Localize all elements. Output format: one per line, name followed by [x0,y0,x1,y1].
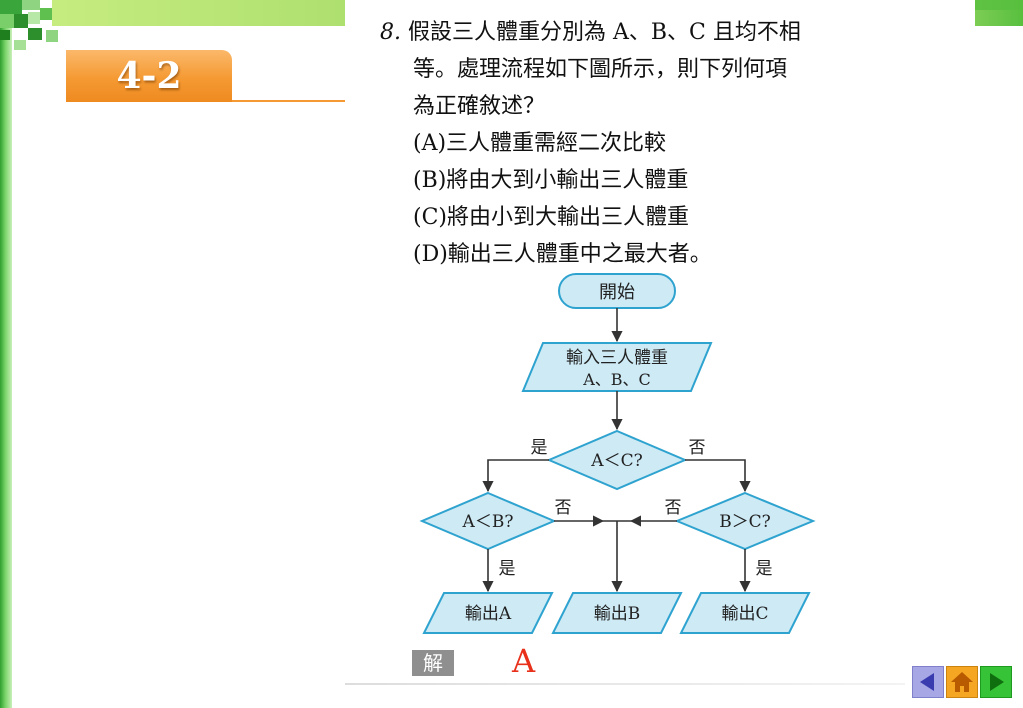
option-d: (D)輸出三人體重中之最大者。 [413,242,712,267]
decision-top-label: A＜C? [590,451,642,471]
home-icon [951,672,973,692]
label-no-left: 否 [555,498,572,518]
label-yes-top: 是 [531,438,548,458]
answer-label: 解 [412,650,454,676]
prev-arrow-icon [920,673,934,691]
next-button[interactable] [980,666,1012,698]
option-c: (C)將由小到大輸出三人體重 [413,205,689,230]
input-label-line2: A、B、C [582,370,651,389]
answer-value: A [512,642,536,680]
flowchart: 開始 輸入三人體重 A、B、C A＜C? 是 否 A＜B? B＞C? 否 否 是… [419,273,816,634]
output-b-parallelogram [551,592,683,634]
label-yes-left: 是 [499,559,516,579]
start-label: 開始 [599,282,635,303]
output-a-label: 輸出A [465,604,512,624]
output-c-label: 輸出C [721,604,768,624]
question-block: 8. 假設三人體重分別為 A、B、C 且均不相 等。處理流程如下圖所示，則下列何… [380,14,900,273]
label-no-top: 否 [689,438,706,458]
branch-no-right [685,459,751,493]
decision-right-label: B＞C? [719,512,771,532]
option-b: (B)將由大到小輸出三人體重 [413,168,689,193]
top-band-gap [345,0,975,26]
input-parallelogram [521,342,713,392]
decision-left-label: A＜B? [462,512,514,532]
next-arrow-icon [990,673,1004,691]
decision-a-lt-c [546,429,688,491]
option-a: (A)三人體重需經二次比較 [413,131,667,156]
label-no-right: 否 [665,498,682,518]
question-line-3: 為正確敘述？ [413,94,546,119]
label-yes-right: 是 [756,559,773,579]
home-button[interactable] [946,666,978,698]
badge-underline [232,100,345,102]
question-line-1: 8. 假設三人體重分別為 A、B、C 且均不相 [380,20,801,45]
prev-button[interactable] [912,666,944,698]
top-band-right [975,10,1023,26]
section-badge: 4-2 [66,50,232,102]
output-b-label: 輸出B [594,604,641,624]
output-c-parallelogram [679,592,811,634]
output-a-parallelogram [422,592,554,634]
input-label-line1: 輸入三人體重 [566,348,668,368]
left-green-strip [0,0,12,708]
bottom-divider [345,683,905,685]
question-number: 8. [380,20,401,45]
question-line-2: 等。處理流程如下圖所示，則下列何項 [413,57,788,82]
branch-yes-left [482,459,549,493]
